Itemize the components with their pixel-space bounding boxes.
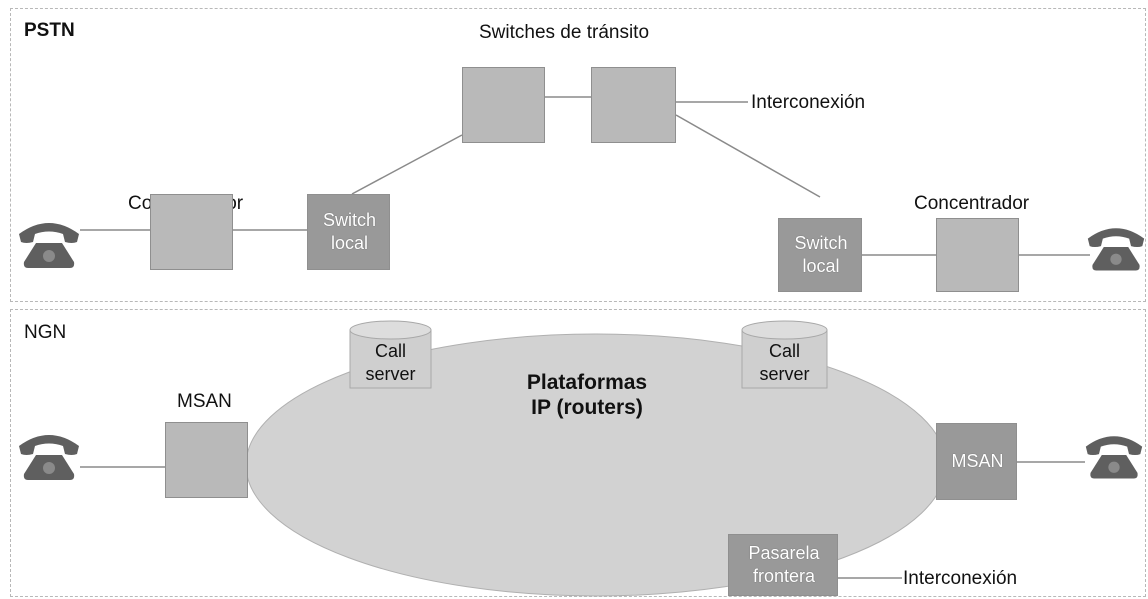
call-server-right-cylinder bbox=[741, 320, 828, 389]
local-switch-left-line1: Switch bbox=[322, 210, 376, 230]
pstn-panel bbox=[10, 8, 1146, 302]
border-gateway-line1: Pasarela bbox=[748, 543, 820, 563]
ngn-title: NGN bbox=[24, 322, 67, 343]
link-transit-switch-right bbox=[675, 114, 821, 198]
call-server-right-line1: Call bbox=[768, 341, 800, 361]
pstn-title: PSTN bbox=[24, 20, 75, 41]
ip-platform-line1: Plataformas bbox=[526, 371, 648, 394]
call-server-right-line2: server bbox=[759, 364, 810, 384]
msan-left bbox=[165, 422, 248, 498]
ip-platform-label: Plataformas IP (routers) bbox=[497, 370, 677, 420]
concentrator-left bbox=[150, 194, 233, 270]
ngn-panel bbox=[10, 309, 1146, 597]
call-server-left-line1: Call bbox=[374, 341, 406, 361]
telephone-icon bbox=[1087, 228, 1145, 271]
local-switch-right: Switch local bbox=[778, 218, 862, 292]
call-server-left-line2: server bbox=[365, 364, 416, 384]
border-gateway-line2: frontera bbox=[752, 566, 816, 586]
border-gateway: Pasarela frontera bbox=[728, 534, 838, 596]
concentrator-right-label: Concentrador bbox=[914, 193, 1030, 214]
transit-switch-right bbox=[591, 67, 676, 143]
link-switch-transit-left bbox=[351, 134, 463, 195]
telephone-icon bbox=[19, 435, 79, 480]
call-server-left-label: Call server bbox=[350, 340, 431, 386]
local-switch-left-line2: local bbox=[330, 233, 369, 253]
msan-right: MSAN bbox=[936, 423, 1017, 500]
local-switch-left: Switch local bbox=[307, 194, 390, 270]
msan-left-label: MSAN bbox=[177, 391, 232, 412]
ngn-interconnection-label: Interconexión bbox=[903, 568, 1018, 589]
local-switch-right-line1: Switch bbox=[794, 233, 848, 253]
msan-right-label: MSAN bbox=[951, 451, 1004, 471]
call-server-right-label: Call server bbox=[742, 340, 827, 386]
local-switch-right-line2: local bbox=[802, 256, 840, 276]
transit-switches-label: Switches de tránsito bbox=[479, 22, 650, 43]
pstn-interconnection-label: Interconexión bbox=[751, 92, 866, 113]
ip-platform-line2: IP (routers) bbox=[531, 396, 643, 419]
telephone-icon bbox=[19, 223, 79, 268]
call-server-left-cylinder bbox=[349, 320, 432, 389]
telephone-icon bbox=[1085, 436, 1143, 479]
transit-switch-left bbox=[462, 67, 545, 143]
concentrator-right bbox=[936, 218, 1019, 292]
